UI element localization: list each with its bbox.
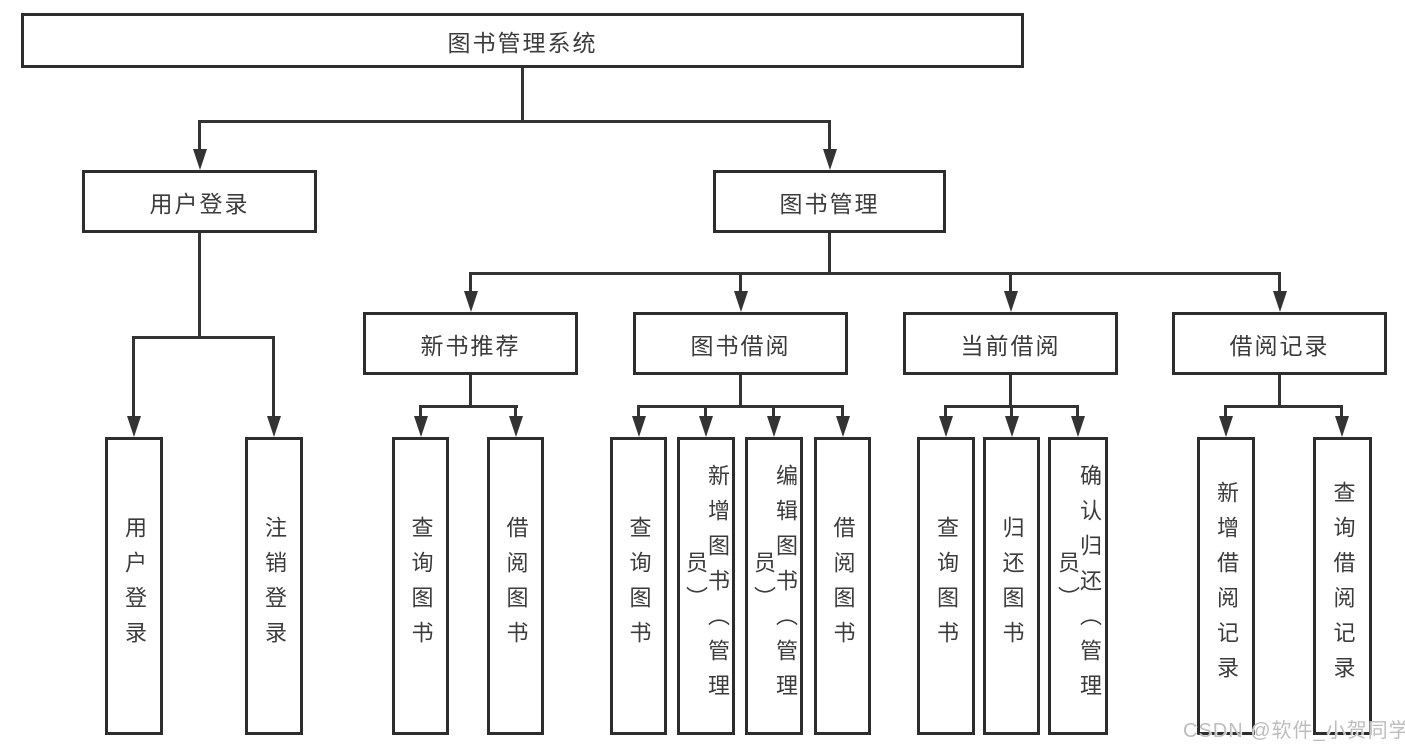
arrowhead <box>699 416 713 437</box>
arrowhead <box>1071 416 1085 437</box>
connector-drop-new-book-rec <box>469 272 472 292</box>
connector-drop-borrow-records <box>1278 272 1281 292</box>
connector-drop-user-login <box>198 120 201 150</box>
connector-root-stub <box>521 68 524 120</box>
connector-drop-ul-login <box>132 336 135 416</box>
arrowhead <box>193 149 207 170</box>
connector-drop-cb-return <box>1010 405 1013 417</box>
connector-book-borrow-stub <box>739 375 742 405</box>
node-leaf-cb-confirm-return-admin: 确认归还（管理员） <box>1048 437 1108 735</box>
node-new-book-rec: 新书推荐 <box>363 312 578 375</box>
connector-level1-hline <box>198 120 831 123</box>
connector-drop-nb-query <box>419 405 422 417</box>
connector-drop-book-mgmt <box>828 120 831 150</box>
arrowhead <box>734 291 748 312</box>
node-leaf-logout: 注销登录 <box>245 437 303 735</box>
node-book-borrow: 图书借阅 <box>633 312 848 375</box>
csdn-watermark: CSDN @软件_小贺同学 <box>1183 720 1405 742</box>
connector-drop-book-borrow <box>739 272 742 292</box>
connector-drop-bb-borrow <box>841 405 844 417</box>
connector-drop-current-borrow <box>1009 272 1012 292</box>
node-leaf-cb-query-books: 查询图书 <box>917 437 975 735</box>
connector-drop-bb-add <box>704 405 707 417</box>
connector-drop-cb-query <box>944 405 947 417</box>
connector-book-mgmt-stub <box>828 233 831 272</box>
node-borrow-records: 借阅记录 <box>1172 312 1387 375</box>
arrowhead <box>1273 291 1287 312</box>
arrowhead <box>1219 416 1233 437</box>
node-leaf-br-add-record: 新增借阅记录 <box>1197 437 1255 735</box>
connector-drop-nb-borrow <box>514 405 517 417</box>
node-leaf-nb-borrow-books: 借阅图书 <box>487 437 544 735</box>
arrowhead <box>1005 416 1019 437</box>
connector-drop-br-add <box>1224 405 1227 417</box>
node-leaf-nb-query-books: 查询图书 <box>392 437 449 735</box>
connector-borrow-records-stub <box>1278 375 1281 405</box>
arrowhead <box>267 416 281 437</box>
connector-new-book-rec-hline <box>419 405 518 408</box>
arrowhead <box>823 149 837 170</box>
connector-current-borrow-stub <box>1009 375 1012 405</box>
connector-borrow-records-hline <box>1224 405 1343 408</box>
node-user-login: 用户登录 <box>82 170 317 233</box>
node-leaf-bb-add-books-admin: 新增图书（管理员） <box>677 437 735 735</box>
arrowhead <box>1335 416 1349 437</box>
node-leaf-bb-edit-books-admin: 编辑图书（管理员） <box>745 437 803 735</box>
connector-book-borrow-hline <box>637 405 844 408</box>
connector-drop-ul-logout <box>272 336 275 416</box>
node-leaf-user-login: 用户登录 <box>105 437 163 735</box>
node-leaf-cb-return-books: 归还图书 <box>983 437 1040 735</box>
node-book-mgmt: 图书管理 <box>713 170 946 233</box>
arrowhead <box>127 416 141 437</box>
node-leaf-bb-borrow-books: 借阅图书 <box>814 437 871 735</box>
connector-level2-hline <box>469 272 1281 275</box>
connector-drop-bb-query <box>637 405 640 417</box>
node-current-borrow: 当前借阅 <box>903 312 1118 375</box>
node-leaf-br-query-record: 查询借阅记录 <box>1313 437 1372 735</box>
arrowhead <box>1004 291 1018 312</box>
arrowhead <box>509 416 523 437</box>
node-root: 图书管理系统 <box>21 13 1024 68</box>
connector-user-login-hline <box>132 336 275 339</box>
arrowhead <box>632 416 646 437</box>
connector-user-login-stub <box>198 233 201 336</box>
arrowhead <box>939 416 953 437</box>
connector-new-book-rec-stub <box>469 375 472 405</box>
arrowhead <box>767 416 781 437</box>
arrowhead <box>414 416 428 437</box>
arrowhead <box>836 416 850 437</box>
arrowhead <box>464 291 478 312</box>
connector-drop-br-query <box>1340 405 1343 417</box>
connector-drop-cb-confirm <box>1076 405 1079 417</box>
connector-drop-bb-edit <box>772 405 775 417</box>
node-leaf-bb-query-books: 查询图书 <box>610 437 667 735</box>
